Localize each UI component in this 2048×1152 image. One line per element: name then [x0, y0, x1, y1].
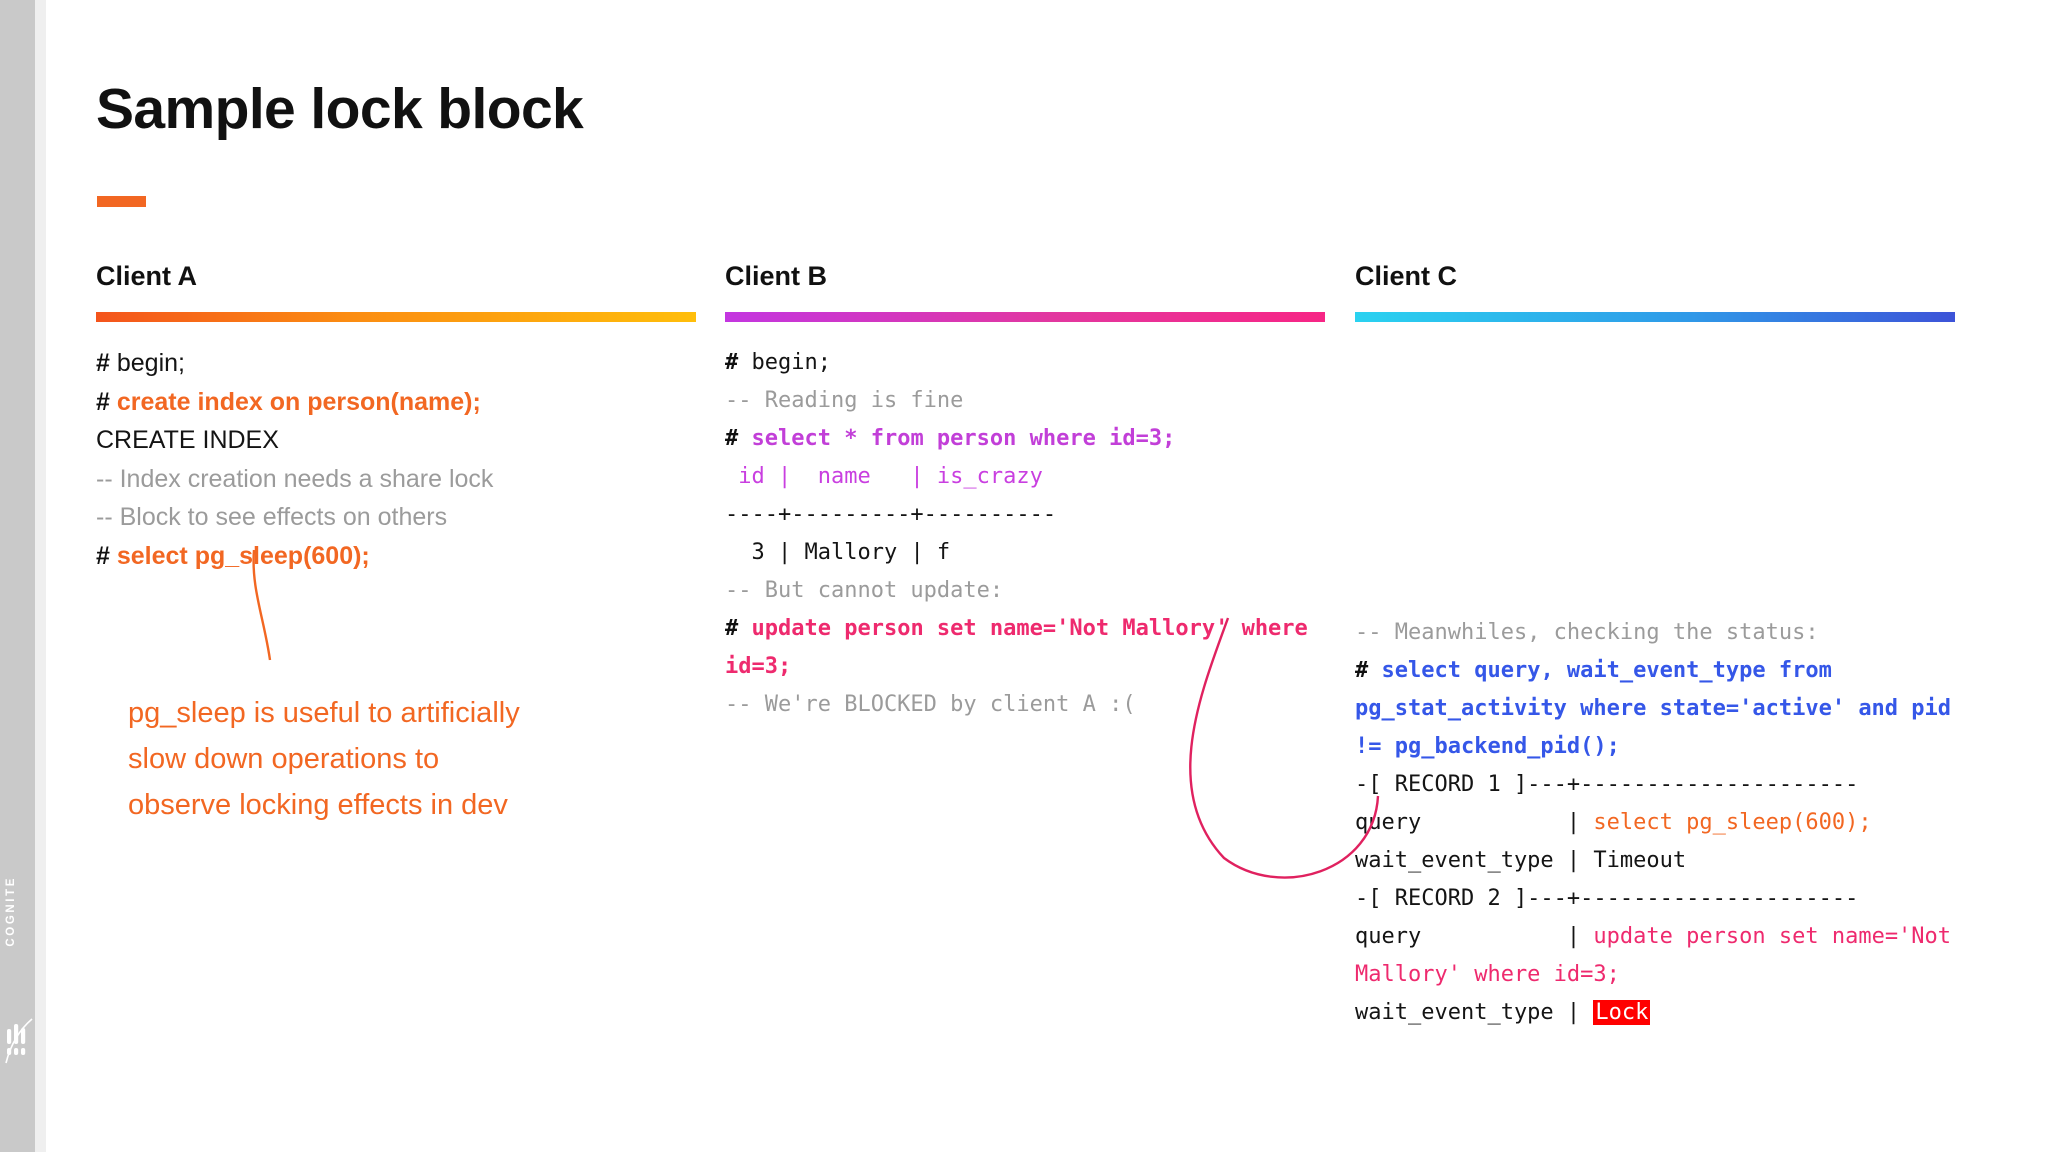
- code-token: -- We're BLOCKED by client A :(: [725, 692, 1136, 718]
- cognite-logo-icon: [5, 1018, 33, 1064]
- code-token: CREATE INDEX: [96, 426, 279, 455]
- code-token: ----+---------+----------: [725, 502, 1057, 528]
- code-token: -[ RECORD 2 ]---+---------------------: [1355, 886, 1859, 912]
- client-b-column: Client B # begin; -- Reading is fine # sel…: [725, 262, 1325, 724]
- page-title: Sample lock block: [96, 77, 584, 141]
- client-c-rule: [1355, 312, 1955, 323]
- code-token: -- Block to see effects on others: [96, 503, 448, 532]
- code-line: ----+---------+----------: [725, 496, 1325, 534]
- code-token: begin;: [751, 350, 831, 376]
- code-token: #: [96, 349, 117, 378]
- code-token: -[ RECORD 1 ]---+---------------------: [1355, 772, 1859, 798]
- code-line: 3 | Mallory | f: [725, 534, 1325, 572]
- code-line: query | update person set name='Not Mall…: [1355, 918, 1955, 994]
- client-c-column: Client C -- Meanwhiles, checking the sta…: [1355, 262, 1955, 1032]
- brand-rail: COGNITE: [0, 0, 46, 1152]
- client-c-title: Client C: [1355, 261, 1458, 291]
- code-token: #: [96, 387, 117, 416]
- client-a-column: Client A # begin;# create index on perso…: [96, 262, 696, 575]
- code-token: -- Reading is fine: [725, 388, 964, 414]
- code-token: select * from person where id=3;: [751, 426, 1176, 452]
- client-a-code: # begin;# create index on person(name);C…: [96, 344, 696, 575]
- code-token: select pg_sleep(600);: [116, 541, 370, 570]
- code-token: select pg_sleep(600);: [1593, 810, 1872, 836]
- code-line: wait_event_type | Lock: [1355, 994, 1955, 1032]
- code-token: -- Index creation needs a share lock: [96, 464, 494, 493]
- code-token: #: [725, 616, 752, 642]
- client-b-title: Client B: [725, 261, 828, 291]
- client-c-code: -- Meanwhiles, checking the status: # sel…: [1355, 614, 1955, 1032]
- client-b-to-c-leader-line: [1189, 617, 1380, 879]
- code-line: -- Index creation needs a share lock: [96, 460, 696, 499]
- code-line: wait_event_type | Timeout: [1355, 842, 1955, 880]
- code-line: -[ RECORD 2 ]---+---------------------: [1355, 880, 1955, 918]
- code-line: -- Reading is fine: [725, 382, 1325, 420]
- code-line: -- But cannot update:: [725, 572, 1325, 610]
- code-token: query |: [1355, 810, 1594, 836]
- code-line: # begin;: [96, 344, 696, 383]
- code-line: # begin;: [725, 344, 1325, 382]
- code-line: # select query, wait_event_type from pg_…: [1355, 652, 1955, 766]
- client-a-annotation: pg_sleep is useful to artificially slow …: [128, 697, 520, 821]
- code-token: #: [725, 350, 752, 376]
- code-token: -- But cannot update:: [725, 578, 1004, 604]
- code-token: 3 | Mallory | f: [725, 540, 951, 566]
- code-line: -[ RECORD 1 ]---+---------------------: [1355, 766, 1955, 804]
- code-token: query |: [1355, 924, 1594, 950]
- code-line: -- We're BLOCKED by client A :(: [725, 686, 1325, 724]
- code-token: begin;: [116, 349, 185, 378]
- code-line: CREATE INDEX: [96, 421, 696, 460]
- code-token: create index on person(name);: [116, 387, 481, 416]
- code-token: id | name | is_crazy: [725, 464, 1043, 490]
- code-token: wait_event_type | Timeout: [1355, 848, 1687, 874]
- code-token: #: [725, 426, 752, 452]
- client-a-rule: [96, 312, 696, 323]
- code-line: # select pg_sleep(600);: [96, 537, 696, 576]
- client-b-code: # begin; -- Reading is fine # select * fro…: [725, 344, 1325, 724]
- code-line: # update person set name='Not Mallory' w…: [725, 610, 1325, 686]
- code-token: select query, wait_event_type from pg_st…: [1355, 658, 1965, 760]
- client-b-rule: [725, 312, 1325, 323]
- code-line: # select * from person where id=3;: [725, 420, 1325, 458]
- code-token: update person set name='Not Mallory' whe…: [725, 616, 1322, 680]
- code-token: Lock: [1593, 1000, 1651, 1026]
- code-line: # create index on person(name);: [96, 383, 696, 422]
- code-token: wait_event_type |: [1355, 1000, 1594, 1026]
- code-line: -- Block to see effects on others: [96, 498, 696, 537]
- code-line: id | name | is_crazy: [725, 458, 1325, 496]
- code-token: -- Meanwhiles, checking the status:: [1355, 620, 1819, 646]
- brand-wordmark: COGNITE: [5, 876, 17, 947]
- code-token: #: [1355, 658, 1382, 684]
- client-a-title: Client A: [96, 261, 197, 291]
- code-line: query | select pg_sleep(600);: [1355, 804, 1955, 842]
- title-accent-rule: [97, 196, 146, 207]
- code-token: #: [96, 541, 117, 570]
- code-line: -- Meanwhiles, checking the status:: [1355, 614, 1955, 652]
- code-token: update person set name='Not Mallory' whe…: [1355, 924, 1965, 988]
- client-a-leader-line: [252, 549, 272, 661]
